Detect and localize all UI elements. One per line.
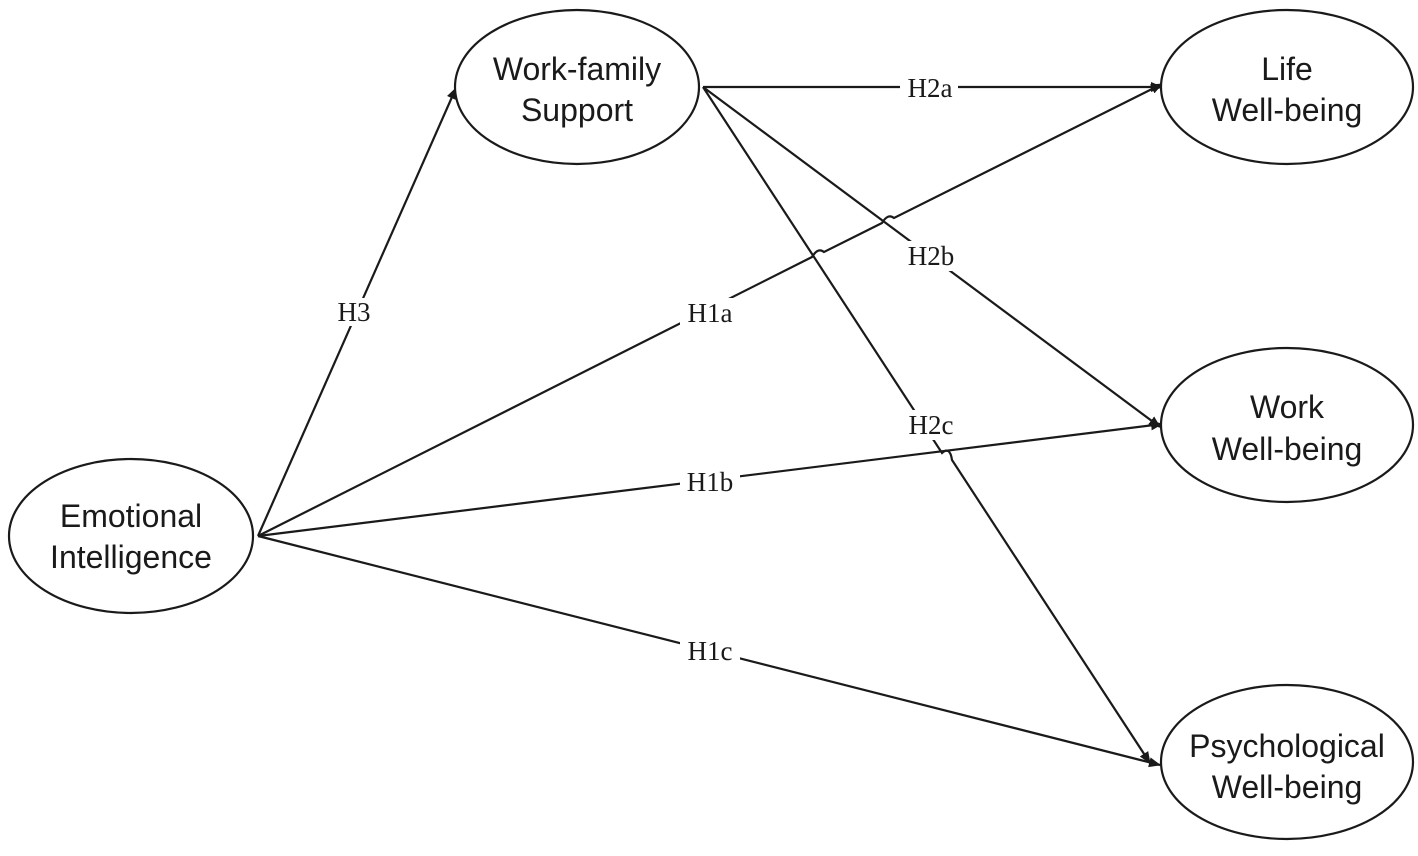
node-life-well-being-line1: Life [1261,51,1313,87]
node-emotional-intelligence-line1: Emotional [60,498,202,534]
edge-label-h3: H3 [338,297,371,327]
edge-label-h2a: H2a [908,73,953,103]
edge-label-h2b: H2b [908,241,955,271]
node-work-well-being-line1: Work [1250,389,1325,425]
node-work-family-support: Work-family Support [453,8,701,166]
edge-label-h1b: H1b [687,467,734,497]
node-psychological-well-being: Psychological Well-being [1159,683,1415,841]
edge-h1b: H1b [257,420,1163,538]
edge-h2c: H2c [702,86,1151,764]
node-emotional-intelligence: Emotional Intelligence [7,457,255,615]
node-work-family-support-line1: Work-family [493,51,661,87]
edge-h2a: H2a [703,73,1163,103]
node-work-family-support-line2: Support [521,92,633,128]
node-psychological-well-being-line2: Well-being [1212,769,1363,805]
edge-h1c: H1c [257,534,1161,768]
node-work-well-being-line2: Well-being [1212,431,1363,467]
edge-label-h1c: H1c [688,636,733,666]
node-life-well-being-line2: Well-being [1212,92,1363,128]
edge-h2b: H2b [702,86,1161,428]
edge-h3: H3 [256,87,458,537]
edge-label-h2c: H2c [909,410,954,440]
node-emotional-intelligence-line2: Intelligence [50,539,212,575]
node-psychological-well-being-line1: Psychological [1189,728,1385,764]
edge-h1a: H1a [257,83,1163,537]
node-life-well-being: Life Well-being [1159,8,1415,166]
node-work-well-being: Work Well-being [1159,346,1415,504]
edge-label-h1a: H1a [688,298,733,328]
